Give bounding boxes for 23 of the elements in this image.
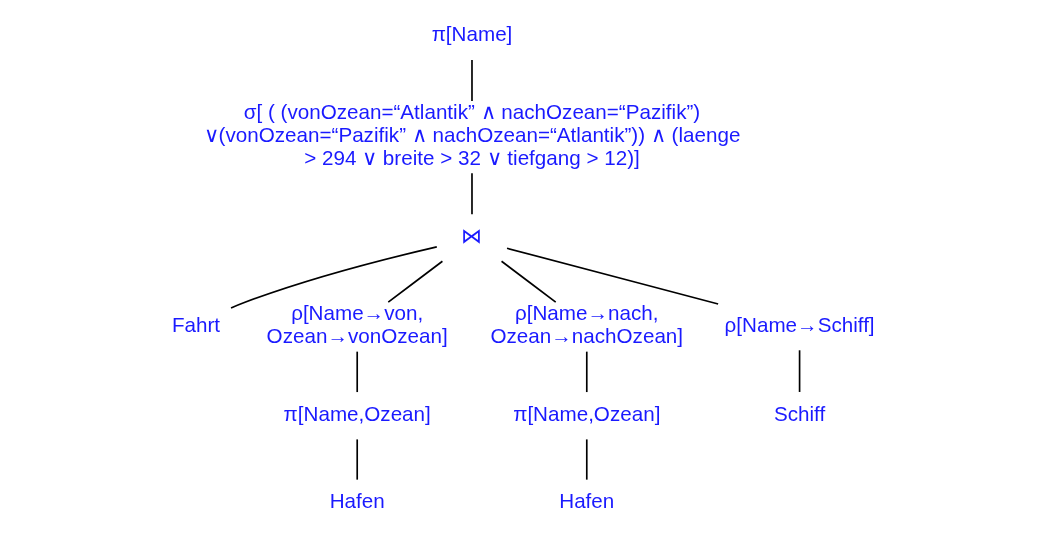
node-text: Schiff xyxy=(773,401,826,425)
node-text: ρ[Name→Schiff] xyxy=(724,312,875,336)
connector xyxy=(356,438,359,481)
node-text: π[Name,Ozean] xyxy=(283,401,431,425)
connector xyxy=(356,350,359,393)
node-text: ⋈ xyxy=(461,223,483,247)
node-text: Hafen xyxy=(329,489,385,513)
connector xyxy=(387,260,444,303)
node-text: ρ[Name→nach, Ozean→nachOzean] xyxy=(490,301,684,348)
connector xyxy=(506,247,719,305)
connector xyxy=(798,349,801,393)
connector xyxy=(585,350,588,393)
connector xyxy=(500,260,557,303)
node-text: Fahrt xyxy=(171,312,221,336)
node-text: π[Name,Ozean] xyxy=(513,401,661,425)
connector xyxy=(471,172,473,216)
node-text: Hafen xyxy=(559,489,615,513)
connector xyxy=(230,246,438,309)
node-text: π[Name] xyxy=(431,22,513,46)
node-text: σ[ ( (vonOzean=“Atlantik” ∧ nachOzean=“Pazifik”) ∨(vonOzean=“Pazifik” ∧ nachOzean=“Atlantik”)) ∧ (laenge > 294 ∨ breite > 32 ∨ tiefgang > 12)] xyxy=(203,99,741,170)
connector xyxy=(471,59,473,102)
connector xyxy=(585,438,588,481)
node-text: ρ[Name→von, Ozean→vonOzean] xyxy=(266,301,448,348)
